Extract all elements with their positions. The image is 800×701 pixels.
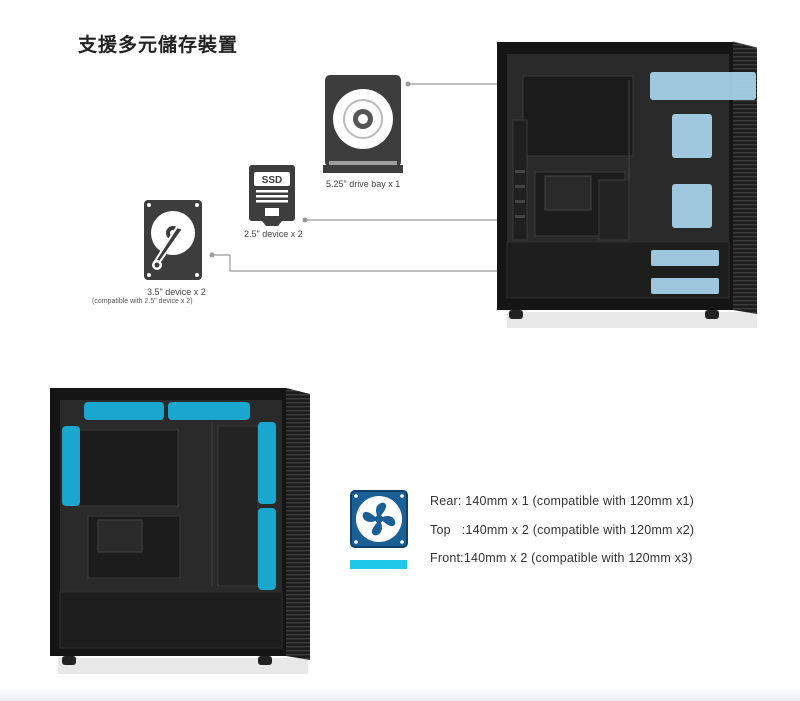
ssd-badge: SSD [262,175,283,186]
hdd-sub-caption: (compatible with 2.5" device x 2) [92,298,193,305]
fan-highlight-swatch [350,560,407,569]
footer-band [0,688,800,701]
page-title: 支援多元儲存裝置 [78,34,239,56]
optical-disc-icon [323,75,403,173]
pc-case-storage-view [497,41,758,328]
hard-disk-icon [144,200,202,280]
fan-top-spec: Top :140mm x 2 (compatible with 120mm x2… [430,523,695,537]
pc-case-fan-view [50,388,310,674]
drive-525-caption: 5.25" drive bay x 1 [326,179,401,189]
hdd-caption: 3.5" device x 2 [147,287,206,297]
fan-rear-spec: Rear: 140mm x 1 (compatible with 120mm x… [430,494,695,508]
ssd-caption: 2.5" device x 2 [244,229,303,239]
fan-icon [350,490,408,548]
ssd-icon: SSD [249,165,295,226]
fan-front-spec: Front:140mm x 2 (compatible with 120mm x… [430,551,693,565]
